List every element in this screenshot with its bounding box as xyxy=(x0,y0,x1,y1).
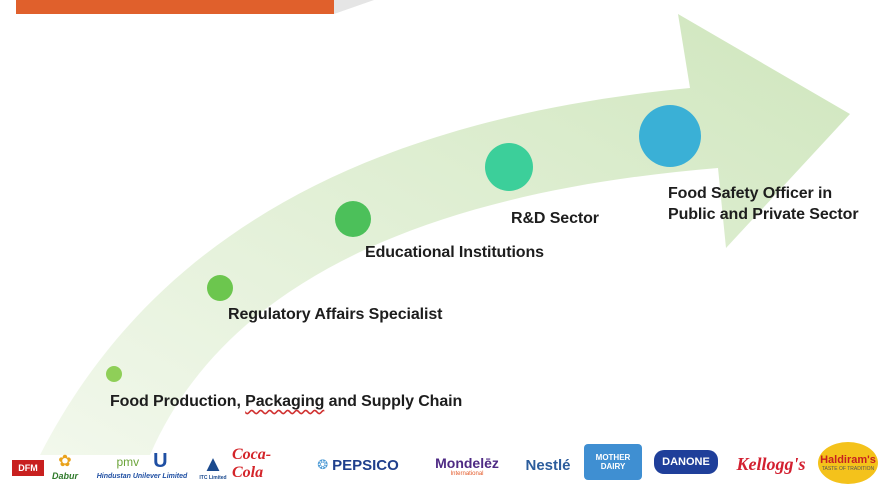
stage-dot-4 xyxy=(485,143,533,191)
stage-dot-3 xyxy=(335,201,371,237)
pepsico-globe-icon: ❂ xyxy=(317,457,329,472)
mondelez-logo-subtext: International xyxy=(450,471,484,477)
stage-label-educational-institutions: Educational Institutions xyxy=(365,244,544,261)
growth-arrow xyxy=(40,14,850,455)
mother-dairy-logo: MOTHER DAIRY xyxy=(584,444,642,480)
hul-logo-text: Hindustan Unilever Limited xyxy=(96,473,188,480)
stage-label-regulatory-affairs: Regulatory Affairs Specialist xyxy=(228,306,443,323)
stage-label-food-production: Food Production, Packaging and Supply Ch… xyxy=(110,391,462,412)
stage-dot-5 xyxy=(639,105,701,167)
itc-logo: ▲ ITC Limited xyxy=(196,450,230,484)
itc-triangle-icon: ▲ xyxy=(202,451,224,476)
packaging-word: Packaging xyxy=(245,393,325,410)
pmv-mark: pmv xyxy=(116,454,140,469)
dabur-logo: ✿ Dabur xyxy=(46,448,84,484)
haldirams-logo-text: Haldiram's xyxy=(820,454,876,466)
kelloggs-logo: Kellogg's xyxy=(736,453,806,474)
unilever-u-icon: U xyxy=(153,450,168,472)
dabur-logo-text: Dabur xyxy=(51,471,78,481)
company-logos-strip: DFM ✿ Dabur pmv U Hindustan Unilever Lim… xyxy=(0,440,880,487)
stage-dot-1 xyxy=(106,366,122,382)
dfm-logo: DFM xyxy=(12,460,44,476)
nestle-logo: Nestlé xyxy=(525,456,571,474)
stage-label-rnd-sector: R&D Sector xyxy=(511,210,599,227)
stage-label-food-safety-officer: Food Safety Officer in Public and Privat… xyxy=(668,185,859,223)
mondelez-logo: Mondelēz International xyxy=(424,452,510,480)
header-bar xyxy=(16,0,334,14)
stage-dot-2 xyxy=(207,275,233,301)
coca-cola-logo: Coca-Cola xyxy=(232,446,272,481)
pepsico-logo-text: PEPSICO xyxy=(332,456,399,474)
stage-label-text-1: Food Production, Packaging and Supply Ch… xyxy=(110,393,463,410)
header-tab-shape xyxy=(334,0,374,14)
pepsico-logo: ❂ PEPSICO xyxy=(308,452,408,478)
mondelez-logo-text: Mondelēz xyxy=(435,455,499,471)
hindustan-unilever-logo: pmv U Hindustan Unilever Limited xyxy=(92,444,192,486)
hul-icons: pmv U xyxy=(116,450,167,473)
haldirams-logo: Haldiram's TASTE OF TRADITION xyxy=(818,442,878,484)
haldirams-logo-subtext: TASTE OF TRADITION xyxy=(821,466,875,472)
dabur-tree-icon: ✿ xyxy=(58,453,72,470)
danone-logo: DANONE xyxy=(654,450,718,474)
itc-logo-text: ITC Limited xyxy=(199,475,227,481)
